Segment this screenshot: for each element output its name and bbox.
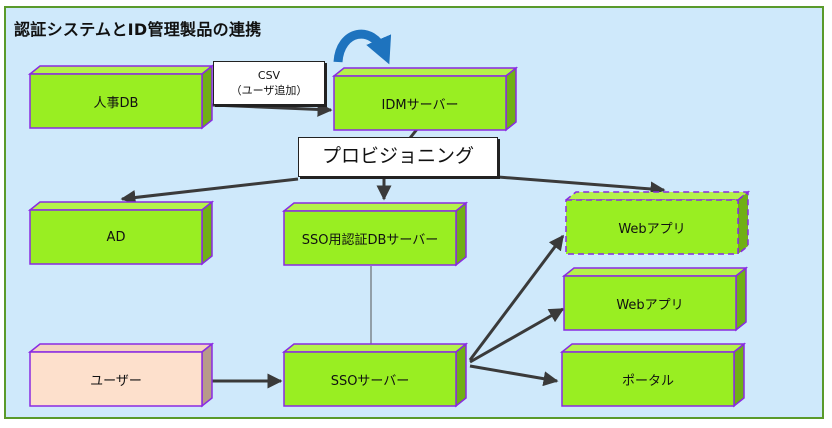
node-idm-server-label: IDMサーバー (381, 97, 459, 113)
node-sso-server-label: SSOサーバー (330, 373, 410, 389)
node-ad: AD (27, 200, 215, 266)
csv-note-line1: CSV (257, 69, 281, 82)
node-web-app-2-label: Webアプリ (616, 297, 684, 313)
arrow-hrdb-to-idm (211, 101, 333, 117)
node-sso-auth-db-label: SSO用認証DBサーバー (301, 232, 439, 248)
node-web-app-1: Webアプリ (563, 190, 751, 256)
node-ad-label: AD (106, 229, 126, 245)
arrow-provisioning-to-webapp (497, 175, 666, 197)
node-sso-auth-db: SSO用認証DBサーバー (281, 201, 469, 267)
node-portal-label: ポータル (621, 373, 674, 389)
csv-note: CSV （ユーザ追加） (213, 61, 325, 105)
arrow-sso-to-webapp-1 (468, 234, 565, 361)
node-web-app-2: Webアプリ (561, 266, 749, 332)
arrow-provisioning-to-ad (120, 177, 299, 205)
csv-note-line2: （ユーザ追加） (230, 84, 308, 97)
node-web-app-1-label: Webアプリ (618, 221, 686, 237)
arrow-sso-to-webapp-2 (469, 307, 565, 364)
provisioning-note: プロビジョニング (298, 137, 498, 177)
node-user-label: ユーザー (90, 373, 142, 389)
node-hr-db-label: 人事DB (93, 95, 139, 111)
diagram-title: 認証システムとID管理製品の連携 (14, 20, 262, 39)
curved-arrow (333, 29, 392, 65)
node-idm-server: IDMサーバー (331, 66, 519, 132)
arrow-sso-to-portal (469, 364, 559, 387)
node-hr-db: 人事DB (27, 64, 215, 130)
node-portal: ポータル (559, 342, 747, 408)
node-sso-server: SSOサーバー (281, 342, 469, 408)
node-user: ユーザー (27, 342, 215, 408)
